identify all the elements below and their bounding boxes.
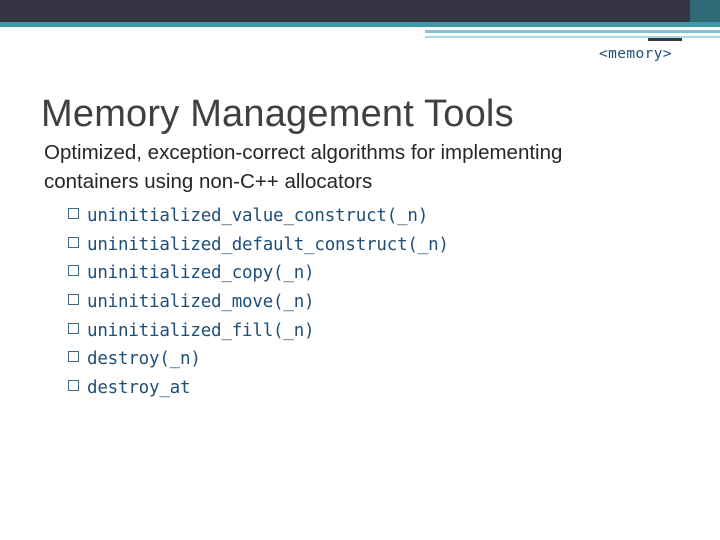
list-item-label: destroy_at xyxy=(87,377,191,398)
list-item-label: uninitialized_copy(_n) xyxy=(87,263,315,284)
list-item: uninitialized_default_construct(_n) xyxy=(44,231,684,260)
square-bullet-icon xyxy=(68,379,79,391)
square-bullet-icon xyxy=(68,208,79,220)
header-include-tag: <memory> xyxy=(598,46,672,62)
header-band-light-teal xyxy=(425,30,720,33)
list-item-label: uninitialized_default_construct(_n) xyxy=(87,234,449,255)
list-item: destroy(_n) xyxy=(44,345,684,374)
list-item: destroy_at xyxy=(44,374,684,403)
list-item-label: uninitialized_fill(_n) xyxy=(87,320,315,341)
square-bullet-icon xyxy=(68,351,79,363)
list-item-label: uninitialized_move(_n) xyxy=(87,292,315,312)
square-bullet-icon xyxy=(68,236,79,248)
header-band-teal xyxy=(0,22,720,27)
header-band-light-teal-thin xyxy=(425,36,720,38)
list-item-label: destroy(_n) xyxy=(87,349,201,370)
lead-paragraph: Optimized, exception-correct algorithms … xyxy=(44,141,563,194)
header-band-dark-stub xyxy=(648,38,682,41)
list-item: uninitialized_copy(_n) xyxy=(44,259,684,288)
header-band-corner xyxy=(690,0,720,22)
slide-body: Optimized, exception-correct algorithms … xyxy=(44,138,684,402)
list-item: uninitialized_fill(_n) xyxy=(44,317,684,346)
square-bullet-icon xyxy=(68,294,79,305)
list-item-label: uninitialized_value_construct(_n) xyxy=(87,206,429,227)
list-item: uninitialized_value_construct(_n) xyxy=(44,202,684,231)
square-bullet-icon xyxy=(68,265,79,277)
square-bullet-icon xyxy=(68,322,79,334)
function-list: uninitialized_value_construct(_n) uninit… xyxy=(44,202,684,402)
list-item: uninitialized_move(_n) xyxy=(44,288,684,317)
page-title: Memory Management Tools xyxy=(41,93,514,136)
header-band-white-gap xyxy=(0,27,720,30)
header-band-dark xyxy=(0,0,720,22)
